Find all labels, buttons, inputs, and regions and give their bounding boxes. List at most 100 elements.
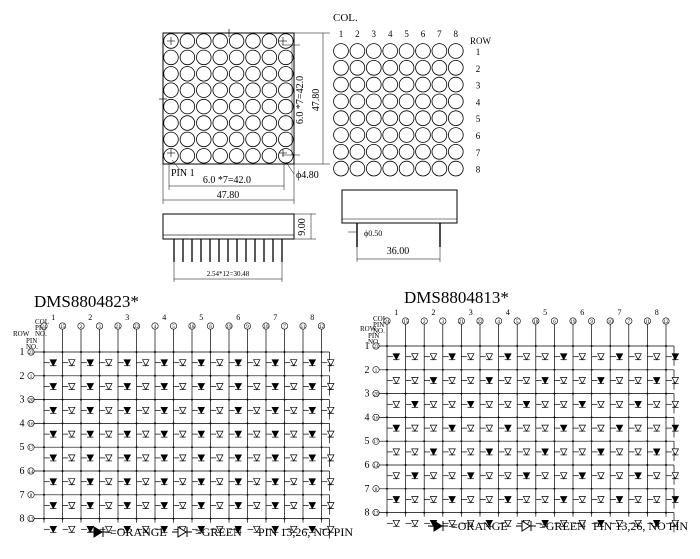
wire-junction (460, 392, 463, 395)
green-led-diode (215, 406, 224, 415)
wire-junction (154, 470, 156, 472)
orange-led-diode (234, 359, 243, 367)
wire-junction (191, 422, 193, 425)
map-led-dot (447, 43, 464, 59)
dim-pin-diameter: ϕ0.50 (364, 229, 382, 238)
map-led-dot (365, 93, 382, 110)
map-led-dot (415, 76, 431, 93)
wire-junction (117, 493, 119, 496)
wire-junction (209, 517, 212, 520)
wire-junction (302, 374, 304, 377)
green-led-diode (252, 525, 261, 534)
front-led-dot (212, 115, 228, 131)
wire-junction (98, 374, 101, 377)
green-led-diode (141, 383, 150, 391)
schematic-left-row-header: ROW (13, 330, 30, 338)
row-number: 3 (20, 395, 25, 406)
green-led-diode (67, 502, 76, 510)
front-led-dot (228, 82, 245, 98)
orange-led-diode (308, 383, 317, 391)
green-led-diode (289, 525, 298, 534)
green-led-diode (215, 383, 224, 391)
column-pin-number: 12 (319, 325, 325, 330)
end-view-dimensions: ϕ0.50 36.00 (364, 229, 409, 257)
row-pin-circle (27, 467, 35, 475)
front-led-dot (261, 98, 278, 115)
legend-left: =ORANGE =GREEN PIN 13,26, NO PIN (88, 525, 353, 539)
legend-right: =ORANGE =GREEN PIN 13,26, NO PIN (428, 519, 688, 533)
wire-junction (209, 446, 212, 449)
wire-junction (665, 416, 667, 419)
wire-junction (590, 392, 593, 395)
wire-junction (117, 517, 119, 520)
side-view-pins (173, 239, 283, 262)
green-led-diode (485, 496, 494, 504)
wire-junction (265, 398, 267, 401)
wire-junction (423, 368, 426, 371)
front-led-dot (196, 49, 212, 66)
map-led-dot (398, 93, 415, 110)
wire-junction (404, 345, 407, 347)
column-pin-circle (532, 317, 540, 325)
column-pin-number: 19 (571, 320, 577, 325)
wire-junction (460, 511, 463, 514)
wire-junction (135, 398, 138, 401)
front-led-dot (163, 148, 179, 164)
column-number: 8 (655, 308, 659, 317)
green-led-diode (178, 454, 187, 462)
wire-junction (590, 440, 593, 443)
column-pin-circle (244, 322, 252, 330)
orange-led-diode (597, 448, 605, 456)
wire-junction (154, 422, 156, 425)
front-led-dot (196, 33, 212, 49)
wire-junction (228, 422, 230, 425)
green-led-diode (466, 448, 475, 456)
green-led-diode (411, 353, 419, 361)
column-number: 4 (162, 313, 166, 322)
front-led-dot (163, 131, 179, 148)
wire-junction (497, 416, 500, 419)
orange-led-diode (671, 424, 680, 432)
green-led-diode (252, 383, 261, 391)
dim-width: 47.80 (217, 190, 240, 201)
green-led-diode (634, 519, 642, 528)
wire-junction (441, 345, 444, 347)
orange-led-diode (123, 430, 132, 438)
orange-led-diode (123, 454, 132, 462)
wire-junction (386, 440, 388, 443)
orange-led-diode (504, 424, 512, 432)
column-number: 3 (469, 308, 473, 317)
wire-junction (627, 368, 630, 371)
green-led-diode (252, 454, 261, 462)
orange-led-diode (234, 454, 243, 462)
wire-junction (320, 517, 323, 520)
green-led-diode (448, 472, 456, 480)
column-pin-circle (96, 322, 104, 330)
column-pin-circle (58, 322, 66, 330)
green-led-diode (67, 430, 76, 438)
wire-junction (386, 511, 388, 514)
wire-junction (572, 392, 574, 395)
orange-led-diode (160, 525, 169, 534)
wire-junction (302, 493, 304, 496)
column-pin-circle (588, 317, 596, 325)
wire-junction (135, 470, 138, 472)
column-pin-number: 4 (497, 320, 500, 325)
column-pin-circle (114, 322, 122, 330)
green-led-diode (252, 406, 261, 415)
front-led-dot (261, 66, 278, 82)
map-col-number: 1 (339, 29, 344, 39)
pin1-label: PIN 1 (171, 168, 195, 179)
wire-junction (135, 493, 138, 496)
orange-led-diode (271, 406, 280, 415)
row-number: 6 (365, 460, 370, 471)
front-led-dot (261, 49, 278, 66)
column-pin-number: 24 (42, 325, 48, 330)
legend-orange-label: =ORANGE (110, 525, 167, 539)
column-number: 4 (506, 308, 510, 317)
row-pin-circle (27, 515, 35, 523)
row-pin-circle (372, 390, 380, 398)
wire-junction (43, 517, 45, 520)
wire-junction (283, 351, 286, 353)
orange-led-diode (197, 502, 206, 510)
